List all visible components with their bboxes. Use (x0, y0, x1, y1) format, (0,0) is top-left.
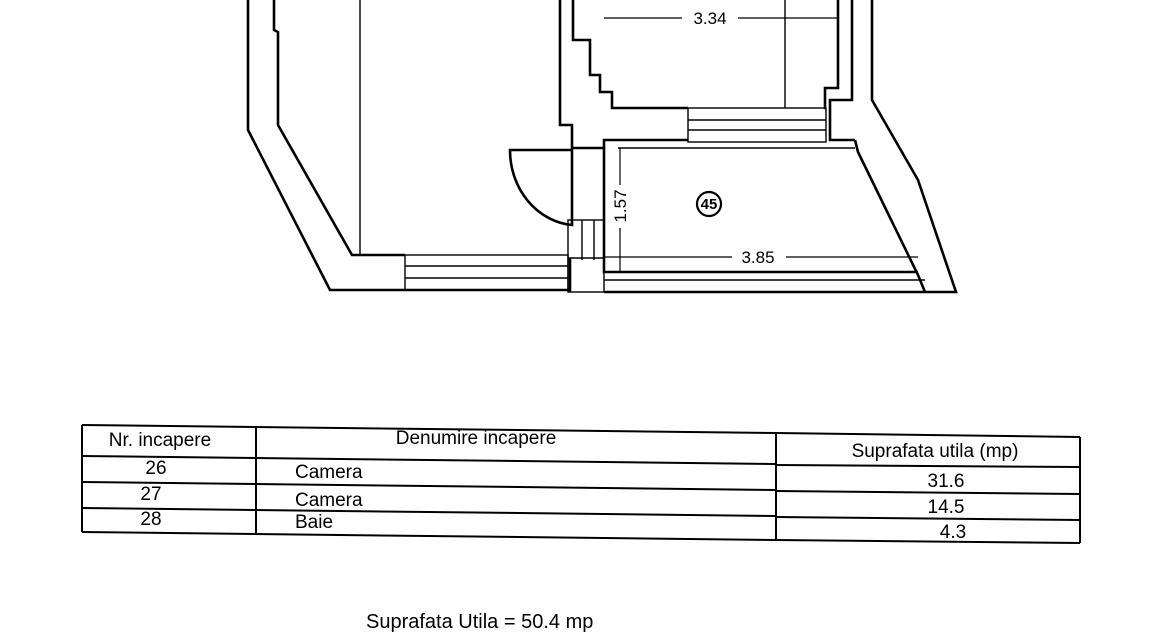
dimension-height-room-45: 1.57 (611, 189, 630, 222)
upper-window (687, 107, 827, 143)
room-number-marker: 45 (695, 190, 723, 218)
table-row-3-name: Baie (295, 512, 333, 533)
table-header-name: Denumire incapere (396, 428, 557, 449)
area-table: Nr. incapere Denumire incapere Suprafata… (81, 424, 1081, 544)
door-swing (508, 148, 574, 227)
table-row-1-nr: 26 (145, 458, 166, 479)
table-header-nr: Nr. incapere (109, 430, 211, 451)
dimension-lines (604, 17, 918, 272)
table-row-1-name: Camera (295, 462, 363, 483)
room-number-label: 45 (701, 196, 718, 213)
left-room-walls (246, 0, 570, 292)
left-window (404, 254, 569, 291)
right-walls (853, 0, 958, 294)
table-row-3-nr: 28 (140, 509, 161, 530)
table-row-2-nr: 27 (140, 484, 161, 505)
upper-room-walls (558, 0, 855, 150)
table-header-area: Suprafata utila (mp) (852, 441, 1019, 462)
table-row-1-area: 31.6 (928, 471, 965, 492)
table-row-2-area: 14.5 (928, 497, 965, 518)
dimension-width-upper: 3.34 (693, 9, 726, 28)
lower-jambs (567, 219, 925, 294)
total-usable-area: Suprafata Utila = 50.4 mp (366, 611, 594, 633)
table-row-2-name: Camera (295, 490, 363, 511)
table-row-3-area: 4.3 (940, 522, 966, 543)
dimension-width-room-45: 3.85 (741, 248, 774, 267)
